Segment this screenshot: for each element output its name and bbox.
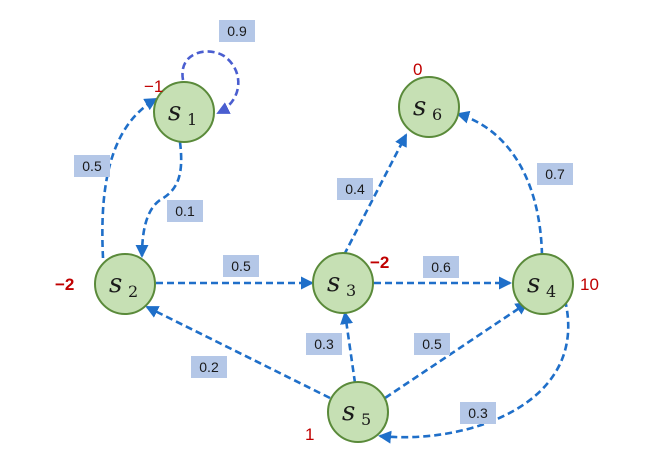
prob-label-s3-s6: 0.4	[337, 178, 373, 200]
edge-s1-s2	[135, 141, 183, 258]
state-s2-circle	[94, 253, 156, 315]
state-s1-subscript: 1	[187, 110, 197, 129]
rewards: −1 −2 −2 10 1 0	[55, 60, 599, 444]
probability-labels: 0.9 0.1 0.5 0.5 0.4 0.6 0.7 0.3	[74, 20, 573, 424]
state-s3-subscript: 3	[346, 281, 356, 300]
prob-label-s1-s2: 0.1	[167, 200, 203, 222]
state-s1-circle	[153, 81, 215, 143]
svg-text:0.5: 0.5	[231, 258, 251, 274]
state-s4-circle	[512, 253, 574, 315]
state-s3: s 3	[312, 252, 374, 314]
reward-s6: 0	[413, 60, 422, 79]
edge-s1-s1	[181, 50, 240, 115]
state-s2-subscript: 2	[128, 282, 138, 301]
svg-text:0.2: 0.2	[199, 359, 219, 375]
state-s2: s 2	[94, 253, 156, 315]
prob-label-s2-s1: 0.5	[74, 155, 110, 177]
state-s2-letter: s	[109, 269, 122, 299]
state-s6-letter: s	[413, 92, 426, 122]
state-s5: s 5	[327, 381, 389, 443]
state-s1: s 1	[153, 81, 215, 143]
edge-s4-s6	[456, 110, 544, 256]
state-s3-circle	[312, 252, 374, 314]
states: s 1 s 2 s 3 s 4 s 5 s 6	[94, 76, 574, 443]
edge-s5-s4	[384, 301, 529, 400]
svg-text:0.9: 0.9	[227, 23, 247, 39]
reward-s4: 10	[580, 275, 599, 294]
state-s5-circle	[327, 381, 389, 443]
svg-text:0.5: 0.5	[82, 158, 102, 174]
reward-s2: −2	[55, 275, 74, 294]
svg-text:0.6: 0.6	[431, 259, 451, 275]
svg-text:0.3: 0.3	[468, 405, 488, 421]
prob-label-s5-s2: 0.2	[191, 356, 227, 378]
prob-label-s5-s4: 0.5	[414, 333, 450, 355]
svg-text:0.4: 0.4	[345, 181, 365, 197]
edge-s3-s6	[342, 133, 408, 256]
prob-label-s4-s6: 0.7	[537, 163, 573, 185]
prob-label-s2-s3: 0.5	[223, 255, 259, 277]
reward-s1: −1	[144, 77, 163, 96]
reward-s3: −2	[370, 253, 389, 272]
state-s6-subscript: 6	[432, 105, 442, 124]
state-s4-letter: s	[527, 269, 540, 299]
svg-text:0.1: 0.1	[175, 203, 195, 219]
state-s6: s 6	[398, 76, 460, 138]
state-s3-letter: s	[327, 268, 340, 298]
state-s4-subscript: 4	[546, 282, 556, 301]
state-s6-circle	[398, 76, 460, 138]
edge-s4-s5	[378, 299, 570, 444]
prob-label-s5-s3: 0.3	[306, 333, 342, 355]
svg-text:0.3: 0.3	[314, 336, 334, 352]
state-s5-letter: s	[342, 397, 355, 427]
prob-label-s4-s5: 0.3	[460, 402, 496, 424]
state-s5-subscript: 5	[361, 410, 371, 429]
transitions	[101, 50, 570, 444]
svg-text:0.5: 0.5	[422, 336, 442, 352]
prob-label-s1-s1: 0.9	[219, 20, 255, 42]
state-s1-letter: s	[168, 97, 181, 127]
svg-text:0.7: 0.7	[545, 166, 565, 182]
edge-s5-s3	[340, 311, 357, 384]
reward-s5: 1	[305, 425, 314, 444]
state-s4: s 4	[512, 253, 574, 315]
prob-label-s3-s4: 0.6	[423, 256, 459, 278]
edge-s5-s2	[145, 305, 331, 400]
edge-s2-s1	[101, 97, 158, 259]
